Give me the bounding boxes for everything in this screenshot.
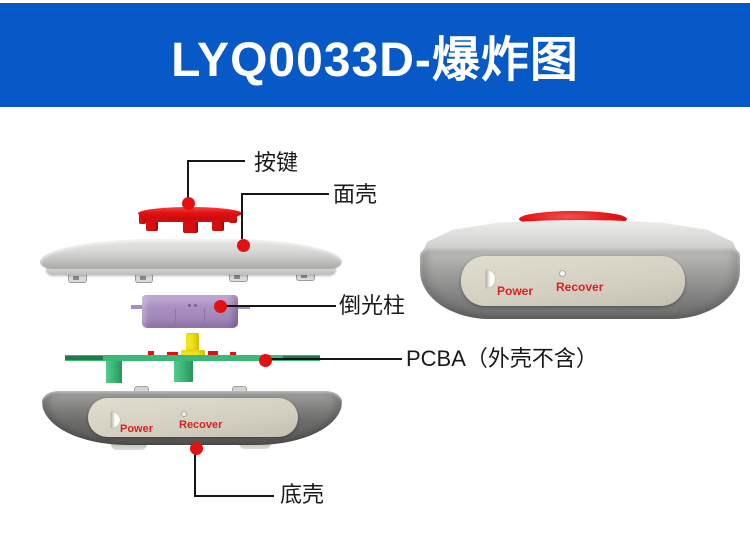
shell-clip <box>296 272 315 281</box>
recover-hole <box>559 270 566 277</box>
pcb-component <box>148 351 154 355</box>
callout-dot <box>190 442 203 455</box>
power-label: Power <box>120 423 154 435</box>
rubber-foot <box>111 441 147 450</box>
power-switch <box>486 270 495 288</box>
title-banner: LYQ0033D-爆炸图 <box>0 3 750 107</box>
pcb-tab <box>174 361 193 382</box>
pcb-component <box>230 352 236 356</box>
pcba-part <box>65 355 320 361</box>
leader-line <box>226 305 336 307</box>
face-shell-rim <box>46 266 336 275</box>
leader-line <box>194 495 274 497</box>
callout-dot <box>237 239 250 252</box>
light-guide-dot <box>188 304 191 307</box>
power-switch <box>111 412 120 428</box>
button-leg <box>212 220 224 231</box>
pcb-edge-connector <box>65 356 103 360</box>
label-bottom-shell: 底壳 <box>280 482 325 507</box>
pcb-component <box>208 351 218 355</box>
page-title: LYQ0033D-爆炸图 <box>171 34 579 87</box>
label-light-guide: 倒光柱 <box>339 293 406 318</box>
label-button: 按键 <box>254 150 299 175</box>
recover-label: Recover <box>556 280 604 294</box>
shell-clip <box>68 274 87 283</box>
leader-line <box>187 160 245 162</box>
shell-clip <box>232 386 247 393</box>
power-label: Power <box>497 284 534 298</box>
callout-dot <box>214 300 227 313</box>
recover-hole <box>181 411 187 417</box>
callout-dot <box>182 197 195 210</box>
leader-line <box>271 358 402 360</box>
callout-dot <box>259 354 272 367</box>
leader-line <box>241 193 243 239</box>
light-guide-dot <box>194 304 197 307</box>
light-guide-pin <box>131 305 143 309</box>
shell-clip <box>229 273 248 282</box>
pcb-tab <box>106 361 122 383</box>
label-face-shell: 面壳 <box>333 182 378 207</box>
button-plunger-stem <box>186 333 199 351</box>
face-shell-part <box>40 239 342 269</box>
shell-clip <box>135 274 153 283</box>
leader-line <box>241 193 329 195</box>
button-leg <box>146 220 158 231</box>
leader-line <box>194 453 196 497</box>
button-part <box>138 207 242 220</box>
leader-line <box>187 160 189 200</box>
button-plunger-flange <box>181 350 205 358</box>
button-leg <box>183 220 198 233</box>
light-guide-seam <box>204 309 205 327</box>
light-guide-pin <box>237 305 250 309</box>
assembled-front-panel <box>461 256 685 306</box>
button-foot <box>139 215 146 224</box>
pcb-component <box>167 352 178 356</box>
light-guide-seam <box>175 309 176 327</box>
bottom-shell-panel <box>88 398 298 437</box>
label-pcba: PCBA（外壳不含） <box>406 346 598 371</box>
shell-clip <box>134 386 149 393</box>
recover-label: Recover <box>179 419 223 431</box>
